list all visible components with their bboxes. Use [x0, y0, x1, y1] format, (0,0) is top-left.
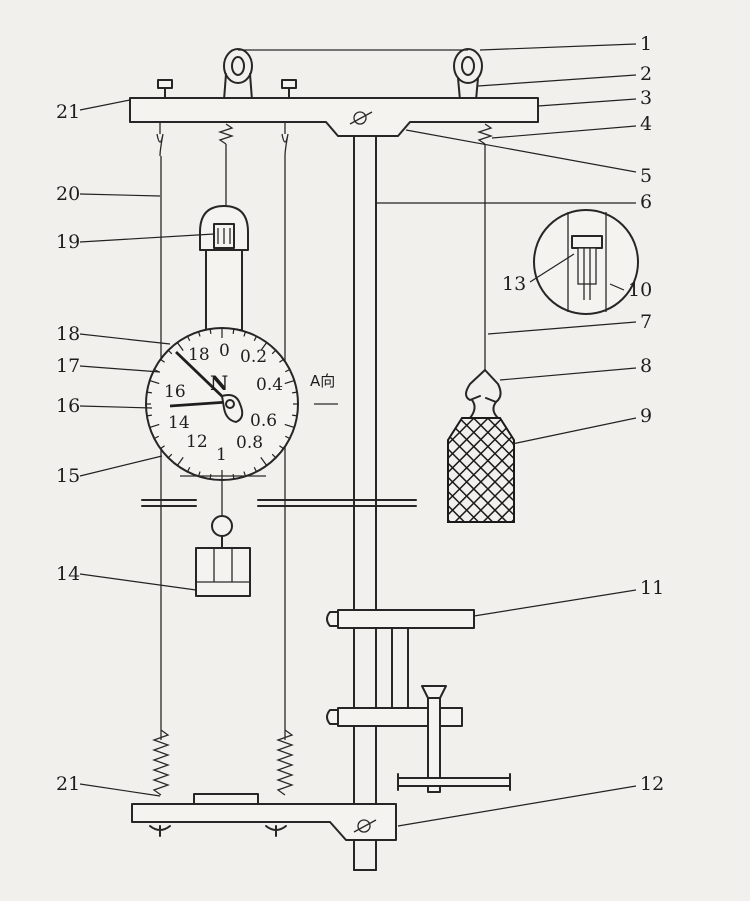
- dial-tick: [253, 336, 258, 342]
- mid-clamp: [141, 499, 417, 507]
- callout-leader-c18: [79, 333, 171, 345]
- dial-tick: [284, 368, 290, 373]
- dial-tick: [284, 379, 295, 385]
- dial-tick: [167, 453, 173, 459]
- dial-tick: [160, 445, 165, 450]
- dial-tick: [146, 414, 152, 417]
- callout-label-c17: 17: [56, 355, 80, 377]
- top-springs: [217, 123, 494, 370]
- callout-leader-c4: [491, 125, 637, 139]
- dial-tick: [292, 391, 298, 394]
- dial-label: 0.6: [250, 411, 277, 431]
- dial-tick: [176, 342, 184, 351]
- dial-tick: [149, 423, 160, 429]
- dial-tick: [209, 328, 212, 334]
- dial-label: 0: [219, 341, 230, 361]
- callout-leader-c9: [511, 417, 637, 445]
- dial-tick: [260, 457, 268, 466]
- callout-leader-c11: [473, 589, 637, 617]
- callout-leader-c12: [397, 785, 637, 827]
- dial-tick: [232, 328, 235, 334]
- callout-leader-c8: [499, 367, 637, 381]
- callout-label-c21b: 21: [56, 773, 80, 795]
- callout-label-c12: 12: [640, 773, 664, 795]
- callout-leader-c21a: [79, 99, 131, 111]
- callout-leader-c3: [537, 98, 637, 107]
- callout-leader-c5: [405, 129, 637, 173]
- dial-label: 1: [216, 445, 227, 465]
- callout-label-c1: 1: [640, 33, 652, 55]
- dial-tick: [284, 423, 295, 429]
- callout-label-c10: 10: [628, 279, 652, 301]
- callout-label-c18: 18: [56, 323, 80, 345]
- callout-label-c14: 14: [56, 563, 80, 585]
- dial-tick: [292, 414, 298, 417]
- vertical-post: [353, 135, 377, 871]
- hanging-weight: [195, 515, 251, 597]
- dial-tick: [243, 331, 247, 337]
- dial-tick: [284, 435, 290, 440]
- callout-leader-c20: [79, 193, 161, 197]
- callout-label-c15: 15: [56, 465, 80, 487]
- dial-tick: [197, 331, 201, 337]
- dial-label: 0.8: [236, 433, 263, 453]
- callout-leader-c17: [79, 365, 161, 373]
- top-loops: [223, 48, 483, 101]
- callout-label-c9: 9: [640, 405, 652, 427]
- dial-tick: [279, 358, 284, 363]
- dial-tick: [167, 349, 173, 355]
- callout-label-c6: 6: [640, 191, 652, 213]
- dial-tick: [160, 358, 165, 363]
- dial-label: 18: [188, 345, 210, 365]
- inset-detail: [533, 209, 639, 315]
- dial-tick: [253, 466, 258, 472]
- callout-label-c3: 3: [640, 87, 652, 109]
- dial-label: 0.4: [256, 375, 283, 395]
- callout-leader-c21b: [79, 783, 161, 797]
- callout-label-c4: 4: [640, 113, 652, 135]
- dial-tick: [176, 457, 184, 466]
- dial-label: 12: [186, 432, 208, 452]
- callout-leader-c16: [79, 405, 153, 409]
- callout-leader-c2: [477, 74, 637, 87]
- dial-label: 0.2: [240, 347, 267, 367]
- dial-tick: [146, 391, 152, 394]
- dial-tick: [186, 466, 191, 472]
- callout-label-c21a: 21: [56, 101, 80, 123]
- callout-label-c2: 2: [640, 63, 652, 85]
- callout-label-c19: 19: [56, 231, 80, 253]
- callout-leader-c15: [79, 455, 163, 477]
- callout-label-c8: 8: [640, 355, 652, 377]
- lower-clamps: [326, 609, 511, 793]
- dial-tick: [186, 336, 191, 342]
- hook-and-sample: [447, 369, 515, 523]
- dial-tick: [149, 379, 160, 385]
- dial-tick: [271, 453, 277, 459]
- callout-leader-c1: [479, 43, 637, 51]
- bottom-base: [131, 729, 397, 841]
- callout-leader-c7: [487, 321, 637, 335]
- dial-tick: [260, 342, 268, 351]
- callout-leader-c13: [529, 253, 575, 283]
- callout-label-c13: 13: [502, 273, 526, 295]
- callout-leader-c10: [609, 283, 625, 291]
- callout-label-c16: 16: [56, 395, 80, 417]
- dial-label: 14: [168, 413, 190, 433]
- callout-label-c5: 5: [640, 165, 652, 187]
- callout-label-c7: 7: [640, 311, 652, 333]
- direction-note: A向: [310, 372, 335, 390]
- callout-leader-c14: [79, 573, 197, 591]
- callout-label-c20: 20: [56, 183, 80, 205]
- dial-label: 16: [164, 382, 186, 402]
- callout-leader-c19: [79, 233, 215, 243]
- dial-tick: [271, 349, 277, 355]
- dial-tick: [279, 445, 284, 450]
- callout-label-c11: 11: [640, 577, 664, 599]
- dial-unit: N: [210, 371, 228, 395]
- dial-tick: [154, 435, 160, 440]
